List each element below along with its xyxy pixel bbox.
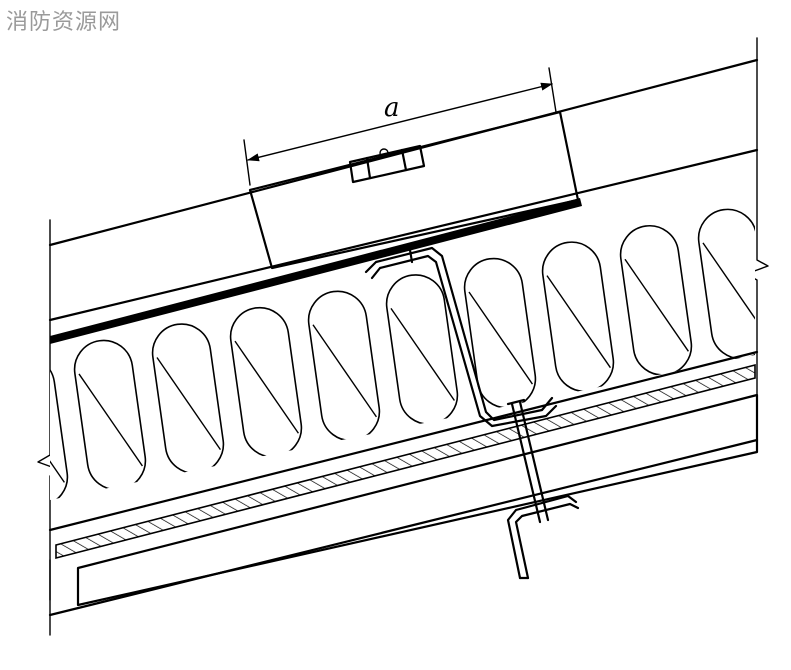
insulation-roll — [541, 241, 615, 393]
insulation-fiber-line — [50, 389, 65, 483]
lower-purlin — [76, 393, 759, 607]
insulation-roll — [151, 323, 225, 474]
insulation-roll — [619, 224, 693, 376]
insulation-roll — [229, 306, 303, 458]
insulation-fiber-line — [234, 340, 299, 434]
roof-sheet-bottom-line — [48, 148, 759, 322]
insulation-fiber-line — [78, 373, 143, 467]
insulation-fiber-line — [702, 242, 755, 336]
insulation-roll — [697, 208, 755, 360]
insulation-roll — [307, 290, 381, 442]
anchor-hook — [506, 494, 580, 580]
right-break-line — [745, 37, 769, 451]
insulation-roll — [385, 274, 459, 425]
insulation-layer — [50, 189, 791, 500]
insulation-fiber-line — [624, 258, 689, 352]
insulation-fiber-line — [156, 357, 221, 451]
insulation-fiber-line — [546, 275, 611, 369]
waterproof-membrane — [50, 198, 582, 344]
dimension-line: a — [243, 67, 557, 186]
dimension-label-a: a — [384, 93, 400, 123]
watermark-text: 消防资源网 — [6, 10, 122, 35]
z-clip — [364, 246, 558, 428]
insulation-roll — [773, 189, 791, 346]
hatched-deck-layer — [55, 363, 756, 560]
anchor-bolt — [506, 398, 550, 524]
insulation-fiber-line — [781, 220, 791, 326]
insulation-fiber-line — [468, 291, 533, 385]
insulation-fiber-line — [312, 324, 377, 418]
insulation-fiber-line — [390, 308, 455, 401]
insulation-roll — [50, 356, 69, 500]
insulation-roll — [73, 339, 147, 491]
